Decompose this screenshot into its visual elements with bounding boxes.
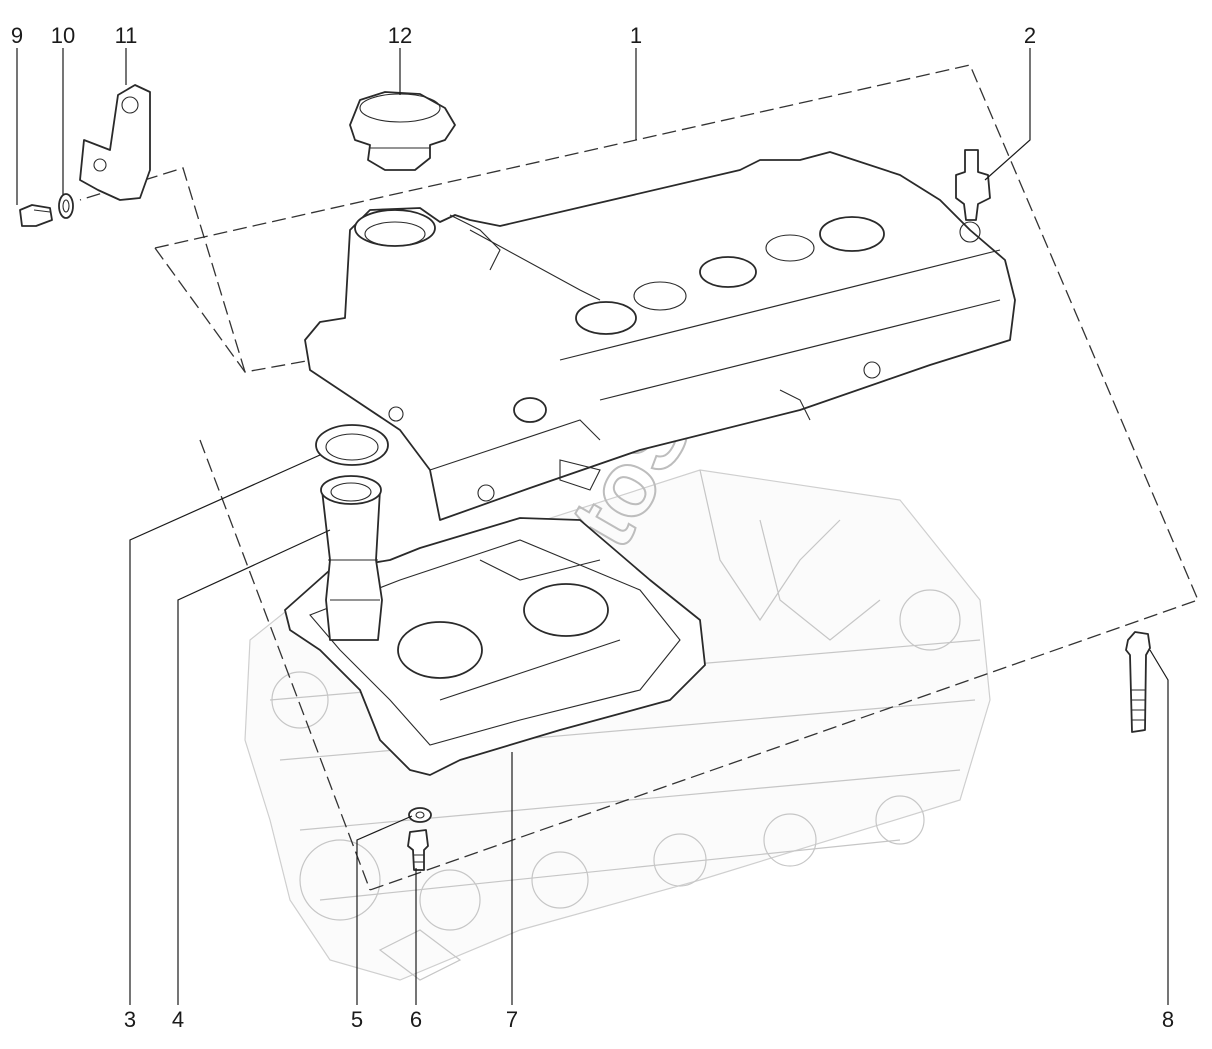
callout-2: 2 [1024, 23, 1036, 48]
callout-7: 7 [506, 1007, 518, 1032]
callout-10: 10 [51, 23, 75, 48]
bolt-6 [407, 829, 429, 871]
callout-4: 4 [172, 1007, 184, 1032]
callout-11: 11 [115, 23, 138, 48]
callout-5: 5 [351, 1007, 363, 1032]
callout-1: 1 [630, 23, 642, 48]
washer-5 [408, 807, 432, 823]
callout-labels: 9 10 11 12 1 2 3 4 5 6 7 8 [11, 23, 1174, 1032]
valve-cover [304, 151, 1016, 521]
baffle-plate [284, 517, 706, 776]
oil-filler-neck [320, 475, 383, 641]
bolt-9 [19, 204, 53, 227]
callout-8: 8 [1162, 1007, 1174, 1032]
bracket [79, 84, 151, 201]
leader-lines [16, 48, 1169, 1005]
stud-spacer [955, 149, 991, 221]
callout-6: 6 [410, 1007, 422, 1032]
seal-ring [315, 424, 389, 466]
oil-filler-cap [349, 91, 456, 171]
long-bolt-8 [1125, 631, 1151, 733]
callout-3: 3 [124, 1007, 136, 1032]
callout-12: 12 [388, 23, 412, 48]
washer-10 [58, 193, 74, 219]
callout-9: 9 [11, 23, 23, 48]
